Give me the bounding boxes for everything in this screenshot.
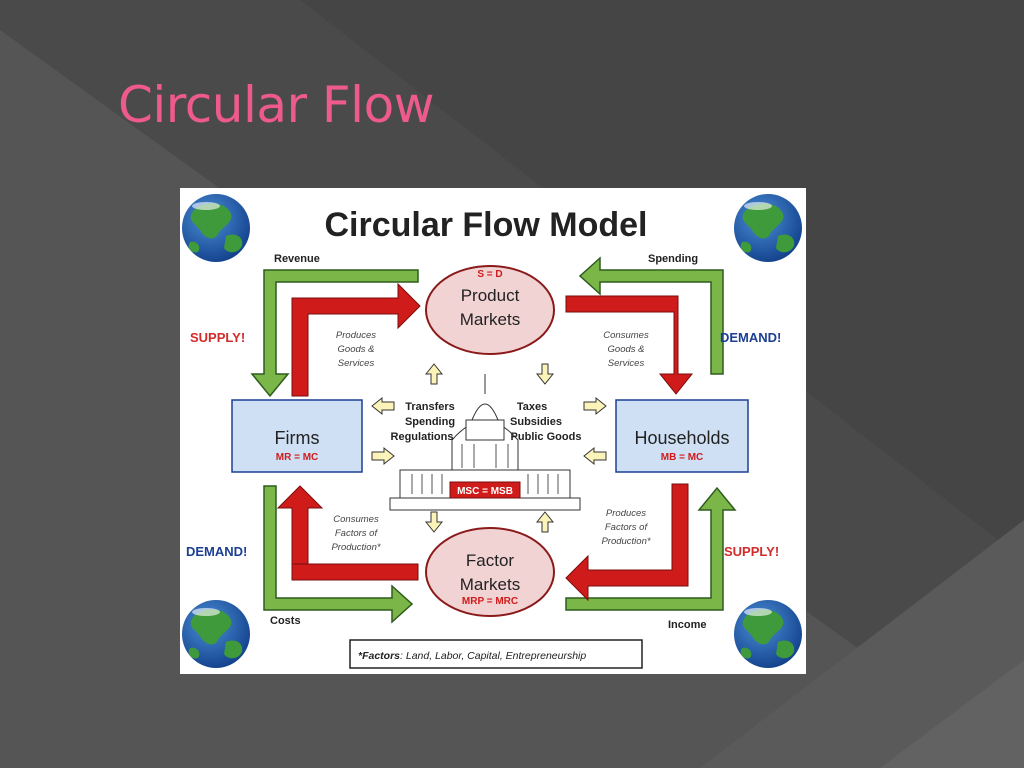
- globe-icon: [182, 194, 250, 262]
- right-arrow-icon: [371, 446, 395, 466]
- product-markets: S = D Product Markets: [425, 265, 555, 355]
- consumes-factors-1: Consumes: [333, 514, 379, 525]
- produces-goods-1: Produces: [336, 330, 376, 341]
- factor-market-equation: MRP = MRC: [462, 596, 518, 607]
- income-label: Income: [668, 619, 707, 631]
- red-goods-arrows: [276, 282, 694, 602]
- down-arrow-icon: [535, 363, 555, 385]
- gov-right-1: Taxes: [517, 401, 547, 413]
- produces-factors-1: Produces: [606, 508, 646, 519]
- government-equation: MSC = MSB: [457, 486, 513, 497]
- consumes-factors-2: Factors of: [335, 528, 379, 539]
- product-market-line1: Product: [461, 286, 520, 305]
- supply-left-label: SUPPLY!: [190, 330, 245, 345]
- produces-factors-3: Production*: [601, 536, 650, 547]
- gov-left-3: Regulations: [391, 431, 454, 443]
- consumes-factors-3: Production*: [331, 542, 380, 553]
- supply-right-label: SUPPLY!: [724, 544, 779, 559]
- up-arrow-icon: [535, 511, 555, 533]
- factor-markets: Factor Markets MRP = MRC: [425, 527, 555, 617]
- slide-title: Circular Flow: [118, 76, 435, 134]
- green-money-arrows: [250, 256, 737, 624]
- firms-equation: MR = MC: [276, 452, 319, 463]
- consumes-goods-1: Consumes: [603, 330, 649, 341]
- left-arrow-icon: [583, 446, 607, 466]
- revenue-arrow: [250, 269, 419, 398]
- demand-left-label: DEMAND!: [186, 544, 247, 559]
- globe-icon: [734, 194, 802, 262]
- product-market-equation: S = D: [477, 269, 502, 280]
- costs-label: Costs: [270, 615, 301, 627]
- firms-label: Firms: [275, 428, 320, 448]
- produces-factors-2: Factors of: [605, 522, 649, 533]
- up-arrow-icon: [424, 363, 444, 385]
- spending-label: Spending: [648, 253, 698, 265]
- government-equation-box: [449, 481, 521, 499]
- globe-icon: [734, 600, 802, 668]
- footnote-box: [349, 639, 643, 669]
- firms-box: Firms MR = MC: [231, 399, 363, 473]
- gov-right-2: Subsidies: [510, 416, 562, 428]
- gov-left-1: Transfers: [405, 401, 455, 413]
- consumes-goods-3: Services: [608, 358, 645, 369]
- factor-market-line1: Factor: [466, 551, 515, 570]
- costs-arrow: [263, 485, 414, 624]
- households-equation: MB = MC: [661, 452, 704, 463]
- footnote-bold: *Factors: [358, 650, 400, 662]
- consumes-goods-2: Goods &: [608, 344, 645, 355]
- gov-right-3: Public Goods: [511, 431, 582, 443]
- produces-goods-2: Goods &: [338, 344, 375, 355]
- households-label: Households: [634, 428, 729, 448]
- globe-icon: [182, 600, 250, 668]
- capitol-building-icon: [389, 374, 581, 511]
- households-box: Households MB = MC: [615, 399, 749, 473]
- gov-left-2: Spending: [405, 416, 455, 428]
- right-arrow-icon: [583, 396, 607, 416]
- revenue-label: Revenue: [274, 253, 320, 265]
- product-market-line2: Markets: [460, 310, 520, 329]
- left-arrow-icon: [371, 396, 395, 416]
- small-arrows: [371, 363, 607, 533]
- produces-goods-3: Services: [338, 358, 375, 369]
- footnote: *Factors: Land, Labor, Capital, Entrepre…: [358, 650, 586, 662]
- diagram-title: Circular Flow Model: [324, 206, 647, 244]
- down-arrow-icon: [424, 511, 444, 533]
- circular-flow-diagram: Circular Flow Model S = D Product Market…: [180, 188, 806, 674]
- factor-market-line2: Markets: [460, 575, 520, 594]
- footnote-rest: : Land, Labor, Capital, Entrepreneurship: [400, 650, 586, 662]
- demand-right-label: DEMAND!: [720, 330, 781, 345]
